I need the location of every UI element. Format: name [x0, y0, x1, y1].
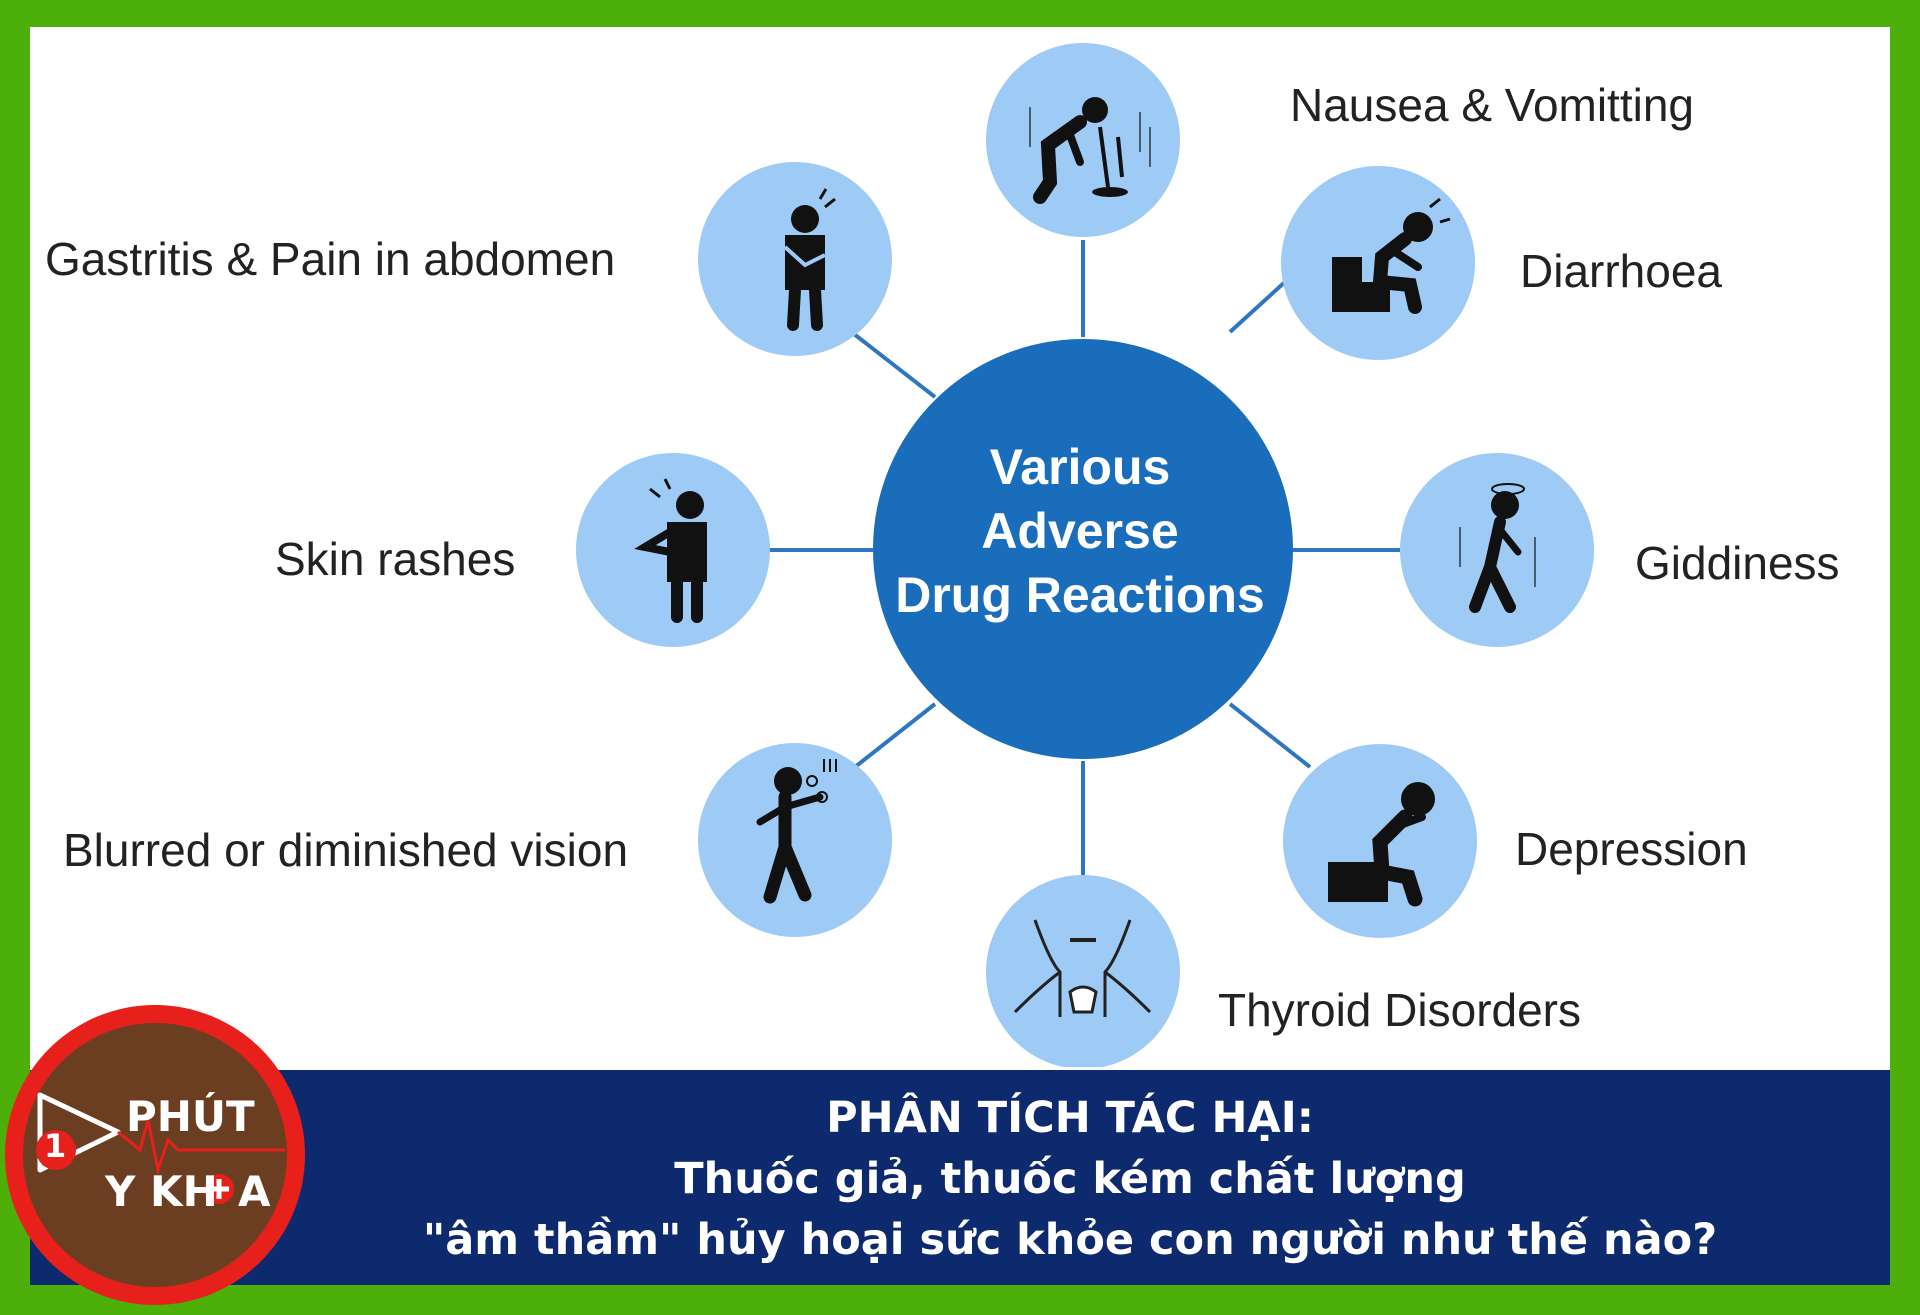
- logo-line1: PHÚT: [126, 1092, 255, 1141]
- node-depression: [1283, 744, 1477, 938]
- logo-badge-icon: [5, 1005, 305, 1305]
- label-giddiness: Giddiness: [1635, 537, 1840, 589]
- banner-line1: PHÂN TÍCH TÁC HẠI:: [826, 1093, 1314, 1143]
- label-thyroid: Thyroid Disorders: [1218, 984, 1581, 1036]
- center-title: Various Adverse Drug Reactions: [845, 435, 1315, 627]
- center-title-line3: Drug Reactions: [895, 567, 1265, 623]
- node-gastritis: [698, 162, 892, 356]
- spokes: [768, 239, 1400, 875]
- node-skin: [576, 453, 770, 647]
- label-depression: Depression: [1515, 823, 1748, 875]
- banner-title: PHÂN TÍCH TÁC HẠI: Thuốc giả, thuốc kém …: [420, 1088, 1720, 1271]
- neck-thyroid-icon: [1013, 919, 1152, 1017]
- node-nausea: [986, 43, 1180, 237]
- node-giddiness: [1400, 453, 1594, 647]
- dizzy-person-icon: [1459, 483, 1536, 613]
- blurred-vision-person-icon: [756, 759, 837, 904]
- scratching-person-icon: [634, 478, 707, 623]
- spoke-gastritis: [843, 325, 937, 399]
- vomiting-person-icon: [1029, 97, 1151, 204]
- sad-sitting-person-icon: [1328, 782, 1435, 907]
- node-vision: [698, 743, 892, 937]
- node-diarrhoea: [1281, 166, 1475, 360]
- label-skin: Skin rashes: [275, 533, 516, 585]
- center-title-line2: Adverse: [981, 503, 1179, 559]
- title-banner: [30, 1070, 1890, 1285]
- logo-line2-left: Y KH: [105, 1167, 218, 1216]
- spoke-depression: [1228, 702, 1312, 769]
- label-nausea: Nausea & Vomitting: [1290, 79, 1695, 131]
- abdominal-pain-person-icon: [783, 188, 836, 331]
- center-circle: [873, 339, 1293, 759]
- banner-line2: Thuốc giả, thuốc kém chất lượng: [674, 1154, 1466, 1204]
- diagram-canvas: [576, 43, 1594, 1067]
- banner-line3: "âm thầm" hủy hoại sức khỏe con người nh…: [422, 1215, 1718, 1265]
- label-diarrhoea: Diarrhoea: [1520, 245, 1722, 297]
- spoke-vision: [853, 702, 937, 769]
- center-title-line1: Various: [989, 439, 1171, 495]
- node-thyroid: [986, 875, 1180, 1067]
- logo-line2-right: A: [238, 1167, 271, 1216]
- phut-y-khoa-logo: 1 PHÚT Y KH A: [0, 1000, 310, 1310]
- logo-number: 1: [44, 1127, 67, 1165]
- label-vision: Blurred or diminished vision: [63, 824, 629, 876]
- label-gastritis: Gastritis & Pain in abdomen: [45, 233, 616, 285]
- person-on-toilet-icon: [1332, 197, 1451, 314]
